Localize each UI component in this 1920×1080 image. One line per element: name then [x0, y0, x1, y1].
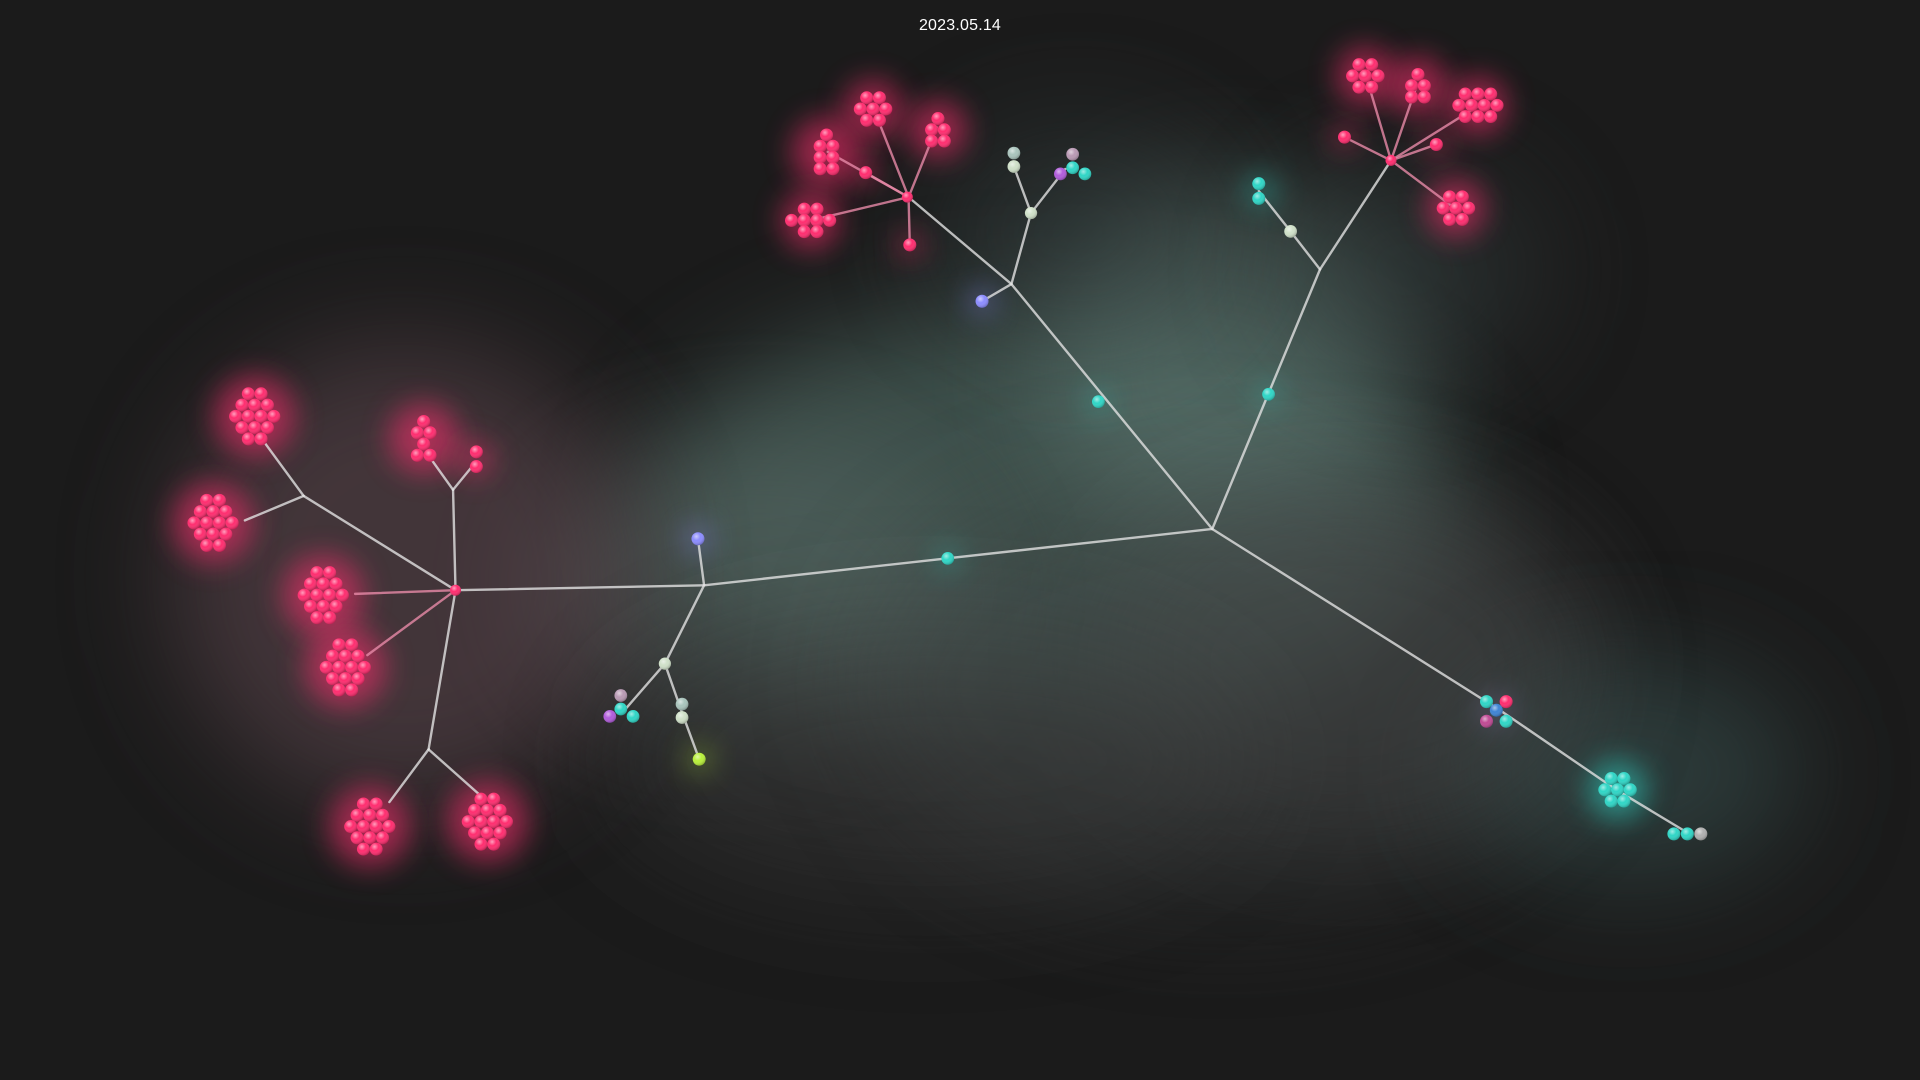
teal-node[interactable] — [1078, 167, 1092, 181]
sage-node[interactable] — [1007, 146, 1021, 160]
pink-cluster[interactable] — [461, 792, 513, 851]
pink-cluster[interactable] — [1452, 87, 1504, 124]
sage-node[interactable] — [675, 711, 689, 724]
teal-node[interactable] — [614, 702, 628, 716]
pink-cluster[interactable] — [410, 414, 437, 462]
tree-edge — [366, 589, 457, 657]
pink-node[interactable] — [469, 445, 483, 459]
pink-cluster[interactable] — [785, 202, 837, 239]
lavender-node[interactable] — [975, 294, 989, 308]
tree-edge — [243, 494, 305, 522]
pink-node[interactable] — [1338, 130, 1351, 144]
pink-cluster[interactable] — [344, 797, 396, 856]
tree-edge — [907, 195, 1013, 286]
pink-node[interactable] — [859, 166, 873, 180]
lavender-node[interactable] — [691, 532, 705, 546]
tree-edge — [1343, 135, 1393, 162]
mauve-node[interactable] — [614, 689, 628, 702]
tree-edge — [1498, 709, 1618, 791]
pink-cluster[interactable] — [229, 387, 281, 446]
pink-node[interactable] — [1499, 695, 1513, 709]
tree-nodes — [187, 58, 1708, 856]
purple-node[interactable] — [603, 709, 617, 723]
teal-node[interactable] — [1262, 387, 1275, 401]
tree-edge — [1012, 165, 1033, 215]
branch-hub-node[interactable] — [450, 584, 462, 596]
tree-edge — [1211, 527, 1502, 712]
pink-node[interactable] — [1429, 138, 1443, 151]
teal-node[interactable] — [1499, 714, 1513, 728]
pink-cluster[interactable] — [187, 493, 239, 552]
sage-node[interactable] — [1007, 160, 1021, 173]
pink-cluster[interactable] — [319, 638, 371, 697]
tree-edge — [427, 748, 485, 800]
teal-node[interactable] — [1252, 191, 1266, 205]
gray-node[interactable] — [1694, 827, 1708, 841]
tree-edge — [1010, 211, 1033, 286]
pink-cluster[interactable] — [1436, 190, 1476, 226]
pink-cluster[interactable] — [1405, 67, 1431, 104]
teal-node[interactable] — [1092, 395, 1105, 408]
background-glow — [171, 122, 1800, 907]
teal-node[interactable] — [1680, 827, 1694, 841]
tree-edge — [696, 537, 706, 587]
tree-edge — [454, 584, 706, 592]
sage-node[interactable] — [1284, 225, 1297, 238]
blue-node[interactable] — [1489, 703, 1503, 717]
tree-edge — [1010, 282, 1214, 531]
pink-node[interactable] — [469, 460, 483, 474]
tree-edge — [1289, 230, 1322, 271]
lime-node[interactable] — [692, 752, 706, 766]
pink-cluster[interactable] — [853, 91, 893, 127]
sage-node[interactable] — [675, 697, 689, 711]
date-label: 2023.05.14 — [918, 17, 1002, 34]
tree-edge — [427, 589, 457, 751]
teal-node[interactable] — [626, 709, 640, 723]
branch-hub-node[interactable] — [901, 191, 913, 203]
tree-edge — [864, 171, 910, 199]
tree-edge — [451, 488, 457, 592]
tree-edge — [388, 748, 430, 804]
branch-hub-node[interactable] — [1385, 154, 1397, 166]
pink-cluster[interactable] — [297, 566, 349, 625]
mauve-node[interactable] — [1066, 147, 1080, 161]
teal-cluster[interactable] — [1598, 772, 1637, 808]
tree-edge — [1318, 159, 1393, 271]
sage-node[interactable] — [1024, 206, 1038, 220]
sage-node[interactable] — [658, 657, 672, 670]
tree-edge — [1389, 143, 1438, 162]
tree-edge — [907, 195, 911, 247]
pink-cluster[interactable] — [925, 112, 951, 148]
tree-edge — [623, 662, 667, 712]
purple-node[interactable] — [1054, 167, 1067, 181]
teal-node[interactable] — [1252, 177, 1266, 191]
tree-edge — [427, 454, 455, 491]
teal-node[interactable] — [1480, 695, 1494, 709]
tree-edge — [302, 494, 457, 592]
tree-edge — [663, 584, 706, 665]
tree-edge — [353, 589, 457, 596]
pink-cluster[interactable] — [1346, 58, 1385, 94]
pink-node[interactable] — [903, 238, 917, 252]
teal-node[interactable] — [941, 552, 955, 565]
teal-node[interactable] — [1667, 827, 1681, 841]
magenta-node[interactable] — [1480, 714, 1494, 728]
teal-node[interactable] — [1066, 161, 1080, 175]
pink-cluster[interactable] — [813, 128, 840, 176]
tree-edge — [702, 527, 1214, 587]
tree-edge — [262, 439, 305, 498]
